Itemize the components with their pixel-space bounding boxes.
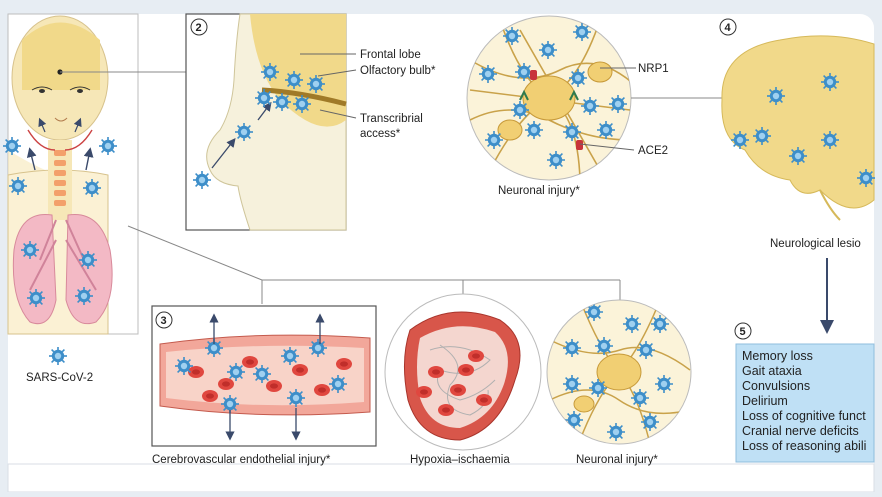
symptom-item: Loss of cognitive funct <box>742 409 866 423</box>
hypoxia-circle <box>384 293 542 451</box>
symptom-list: Memory loss Gait ataxia Convulsions Deli… <box>742 349 866 453</box>
neuronal-injury-bottom-label: Neuronal injury* <box>576 454 658 466</box>
olfactory-bulb-shape <box>261 87 347 107</box>
sars-cov-2-label: SARS-CoV-2 <box>26 372 93 384</box>
symptom-item: Memory loss <box>742 349 813 363</box>
cerebrovascular-label: Cerebrovascular endothelial injury* <box>152 454 331 466</box>
panel-2-olfactory: 2 <box>185 13 357 231</box>
svg-text:2: 2 <box>196 22 202 34</box>
panel-2-number: 2 <box>190 18 208 36</box>
brain-shape <box>721 35 875 209</box>
svg-text:5: 5 <box>740 326 746 338</box>
panel-4-brain: 4 <box>719 18 876 221</box>
connector-tree-bottom <box>127 225 621 304</box>
symptom-item: Loss of reasoning abili <box>742 439 866 453</box>
neuron-circle-top <box>466 15 632 181</box>
symptom-item: Delirium <box>742 394 788 408</box>
panel-5-number: 5 <box>734 322 752 340</box>
ace2-receptor-icon <box>530 70 537 80</box>
nrp1-label: NRP1 <box>638 63 669 75</box>
neurological-lesion-label: Neurological lesio <box>770 238 861 250</box>
head-brain <box>22 22 100 90</box>
symptom-item: Gait ataxia <box>742 364 802 378</box>
symptom-box <box>735 343 875 463</box>
symptom-item: Cranial nerve deficits <box>742 424 859 438</box>
legend-virus-icon <box>48 346 68 366</box>
neuron-body <box>522 75 576 121</box>
neuronal-injury-top-label: Neuronal injury* <box>498 185 580 197</box>
ace2-label: ACE2 <box>638 145 668 157</box>
neuron-circle-bottom <box>546 299 692 445</box>
panel-3-vessel: 3 <box>151 305 377 447</box>
panel-4-number: 4 <box>719 18 737 36</box>
left-lung <box>12 213 57 325</box>
transcribrial-label-line1: Transcribrial <box>360 113 423 125</box>
panel-3-number: 3 <box>155 311 173 329</box>
panel-1-body: SARS-CoV-2 <box>2 13 139 384</box>
hypoxia-label: Hypoxia–ischaemia <box>410 454 510 466</box>
symptom-item: Convulsions <box>742 379 810 393</box>
trachea <box>54 150 66 206</box>
svg-text:3: 3 <box>161 315 167 327</box>
svg-text:4: 4 <box>725 22 732 34</box>
frontal-lobe-label: Frontal lobe <box>360 49 421 61</box>
nrp1-receptor-icon <box>569 89 579 101</box>
olfactory-bulb-label: Olfactory bulb* <box>360 65 436 77</box>
caption-strip <box>7 463 875 493</box>
transcribrial-label-line2: access* <box>360 128 401 140</box>
